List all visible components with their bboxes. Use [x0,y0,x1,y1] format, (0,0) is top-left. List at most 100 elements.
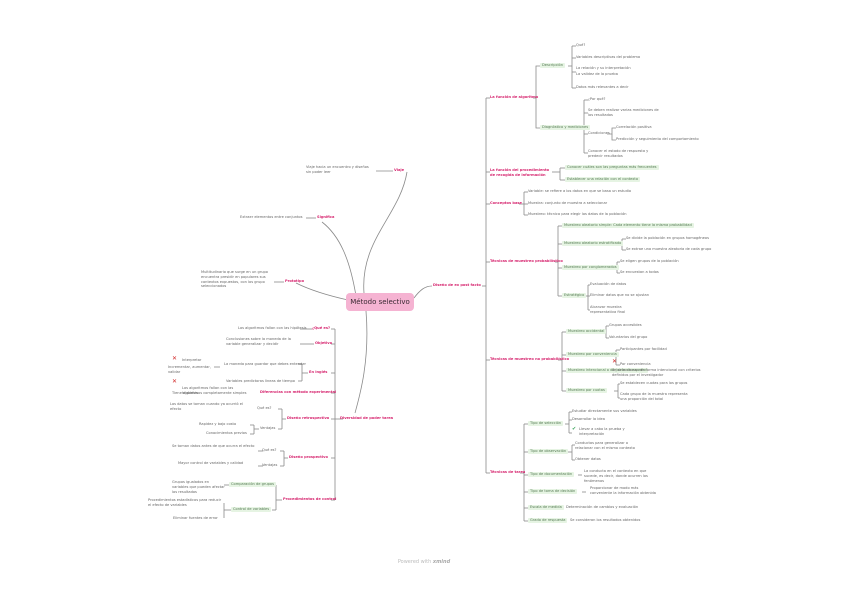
b5-item-1[interactable]: Muestreo accidental [566,329,607,334]
b5-item-2[interactable]: Muestreo por conveniencia [566,352,619,357]
b1-g1-item-2: Variables descriptivas del problema [576,55,641,59]
procedimientos-topic[interactable]: Procedimientos de control [283,497,337,501]
checkmark-icon: ✔ [572,426,577,432]
en-ingles-item-2: Variables predictoras lineas de tiempo [226,379,295,383]
viaje-text: Viaje hacia un encuentro y diseños sin p… [306,165,369,174]
b6-topic[interactable]: Técnicas de tarea [490,470,526,474]
b1-g2-item-1: ¿Por qué? [588,97,606,101]
retro-ventaja-2: Conocimientos previos [206,431,247,435]
footer-brand[interactable]: xmind [432,559,451,565]
que-es-text: Los algoritmos fallan con las hipótesis [238,326,307,330]
b1-g1-item-3: La relación y su interpretación [576,66,631,70]
b3-item-2: Muestra: conjunto de muestra a seleccion… [528,201,608,205]
b1-g1[interactable]: Descripción [540,63,566,68]
b4-s4-2: Eliminar datos que no se ajustan [590,293,649,297]
b6-item-6[interactable]: Grado de respuesta [528,518,568,523]
retrospectivo-topic[interactable]: Diseño retrospectivo [287,416,330,420]
b6-t5: Determinación de cambios y evaluación [566,505,639,509]
proc-control[interactable]: Control de variables [231,507,272,512]
prototipo-topic[interactable]: Prototipo [285,279,305,283]
b6-item-3[interactable]: Tipo de documentación [528,472,575,477]
retro-qe-text: Los datos se toman cuando ya ocurrió el … [170,402,243,411]
b6-t4: Proporcionar de modo más conveniente la … [590,486,656,495]
proc-control-extra: Eliminar fuentes de error [173,516,218,520]
b5-s2-marked: Por conveniencia [620,362,651,366]
b6-item-2[interactable]: Tipo de observación [528,449,569,454]
b4-item-3[interactable]: Muestreo por conglomerados [562,265,619,270]
b2-item-2[interactable]: Establecer una relación con el contexto [565,177,641,182]
b5-s1-1: Grupos accesibles [609,323,642,327]
significa-text: Extraer elementos entre conjuntos [240,215,303,219]
b6-item-5[interactable]: Escala de medida [528,505,564,510]
b4-s4-3: Alcanzar muestra representativa final [590,305,626,314]
b4-s3-1: Se eligen grupos de la población [620,259,679,263]
en-ingles-item-1: La moneda para guardar que debes entende… [224,362,307,366]
b4-item-1[interactable]: Muestreo aleatorio simple: Cada elemento… [562,223,694,228]
b4-item-4[interactable]: Estratégico [562,293,587,298]
b6-item-1[interactable]: Tipo de selección [528,421,564,426]
b3-item-3: Muestreo: técnica para elegir los datos … [528,212,627,216]
b5-s1-2: Voluntarios del grupo [609,335,648,339]
pros-ventajas-label: Ventajas [262,463,278,467]
b6-t1-3: Llevar a cabo la prueba y interpretación [579,427,625,436]
b1-g1-item-5: Datos más relevantes a decir [576,85,629,89]
que-es-topic[interactable]: ¿Qué es? [312,326,331,330]
pros-ventajas-text: Mayor control de variables y calidad [178,461,244,465]
diferencias-text: Tiene algoritmos completamente simples [172,391,247,395]
b1-g2[interactable]: Diagnóstico y mediciones [540,125,591,130]
en-ingles-marked: Interpretar [182,358,202,362]
proc-control-text: Procedimientos estadísticos para reducir… [148,498,222,507]
en-ingles-topic[interactable]: En inglés [309,370,328,374]
b1-topic[interactable]: La función de algoritmo [490,95,539,99]
b2-item-1[interactable]: Conocer cuáles son las preguntas más fre… [565,165,659,170]
b5-s4-2: Cada grupo de la muestra representa una … [620,392,688,401]
b5-s2-1: Participantes por facilidad [620,347,667,351]
significa-topic[interactable]: Significa [317,215,335,219]
cross-marker-icon: ✕ [172,355,178,362]
pros-qe-label: Qué es? [262,448,277,452]
b6-t2b: Obtener datos [575,457,601,461]
b5-s4-1: Se establecen cuotas para los grupos [620,381,688,385]
b3-topic[interactable]: Conceptos base [490,201,522,205]
b5-item-3[interactable]: Muestreo intencional o de juicio de expe… [566,368,648,373]
cross-marker-icon: ✕ [612,358,618,365]
objetivo-topic[interactable]: Objetivo [315,341,333,345]
b5-item-4[interactable]: Muestreo por cuotas [566,388,607,393]
retro-ventajas-label: Ventajas [260,426,276,430]
b5-topic[interactable]: Técnicas de muestreo no probabilístico [490,357,570,361]
b6-t1-1: Estudiar directamente sus variables [572,409,637,413]
b4-s3-2: Se encuestan a todos [620,270,659,274]
b3-item-1: Variable: se refiere a los datos en que … [528,189,632,193]
b6-t6: Se consideran los resultados obtenidos [570,518,641,522]
en-ingles-marked-note: Los algoritmos fallan con las hipótesis [182,386,234,395]
b4-topic[interactable]: Técnicas de muestreo probabilístico [490,259,563,263]
diversidad-topic[interactable]: Diversidad de poder tarea [340,416,394,420]
b1-g1-item-4: La validez de la prueba [576,72,618,76]
proc-comparacion[interactable]: Comparación de grupos [229,482,276,487]
b6-t3: La conducta en el contexto en que sucede… [584,469,648,483]
footer-prefix: Powered with [397,559,432,565]
b1-g2-sub-1: Correlación positiva [616,125,652,129]
b6-t2: Conductas para generalizar o relacionar … [575,441,635,450]
prototipo-text: Multitudinario que surge en un grupo enc… [201,270,269,289]
objetivo-text: Conclusiones sobre la moneda de la varia… [226,337,291,346]
b4-item-2[interactable]: Muestreo aleatorio estratificado [562,241,624,246]
b5-s3: Se seleccionan de forma intencional con … [612,368,701,377]
retro-qe-label: Qué es? [257,406,272,410]
viaje-topic[interactable]: Viaje [394,168,405,172]
proc-comparacion-text: Grupos igualados en variables que pueden… [172,480,225,494]
root-topic[interactable]: Método selectivo [346,293,414,311]
b6-t1-2: Desarrollar la idea [572,417,605,421]
b1-g1-item-1: Qué? [576,43,586,47]
b6-item-4[interactable]: Tipo de toma de decisión [528,489,578,494]
footer-credit: Powered with xmind [0,559,848,565]
b4-s2-2: Se extrae una muestra aleatoria de cada … [626,247,712,251]
b1-g2-sub: Condiciones [588,131,610,135]
b1-g2-item-2: Se deben realizar varias mediciones de l… [588,108,659,117]
prospectivo-topic[interactable]: Diseño prospectivo [289,455,328,459]
diferencias-topic[interactable]: Diferencias con método experimental [260,390,337,394]
b1-g2-sub-2: Predicción y seguimiento del comportamie… [616,137,699,141]
expostfacto-topic[interactable]: Diseño de ex post facto [433,283,481,287]
b2-topic[interactable]: La función del procedimiento de recogida… [490,168,550,177]
